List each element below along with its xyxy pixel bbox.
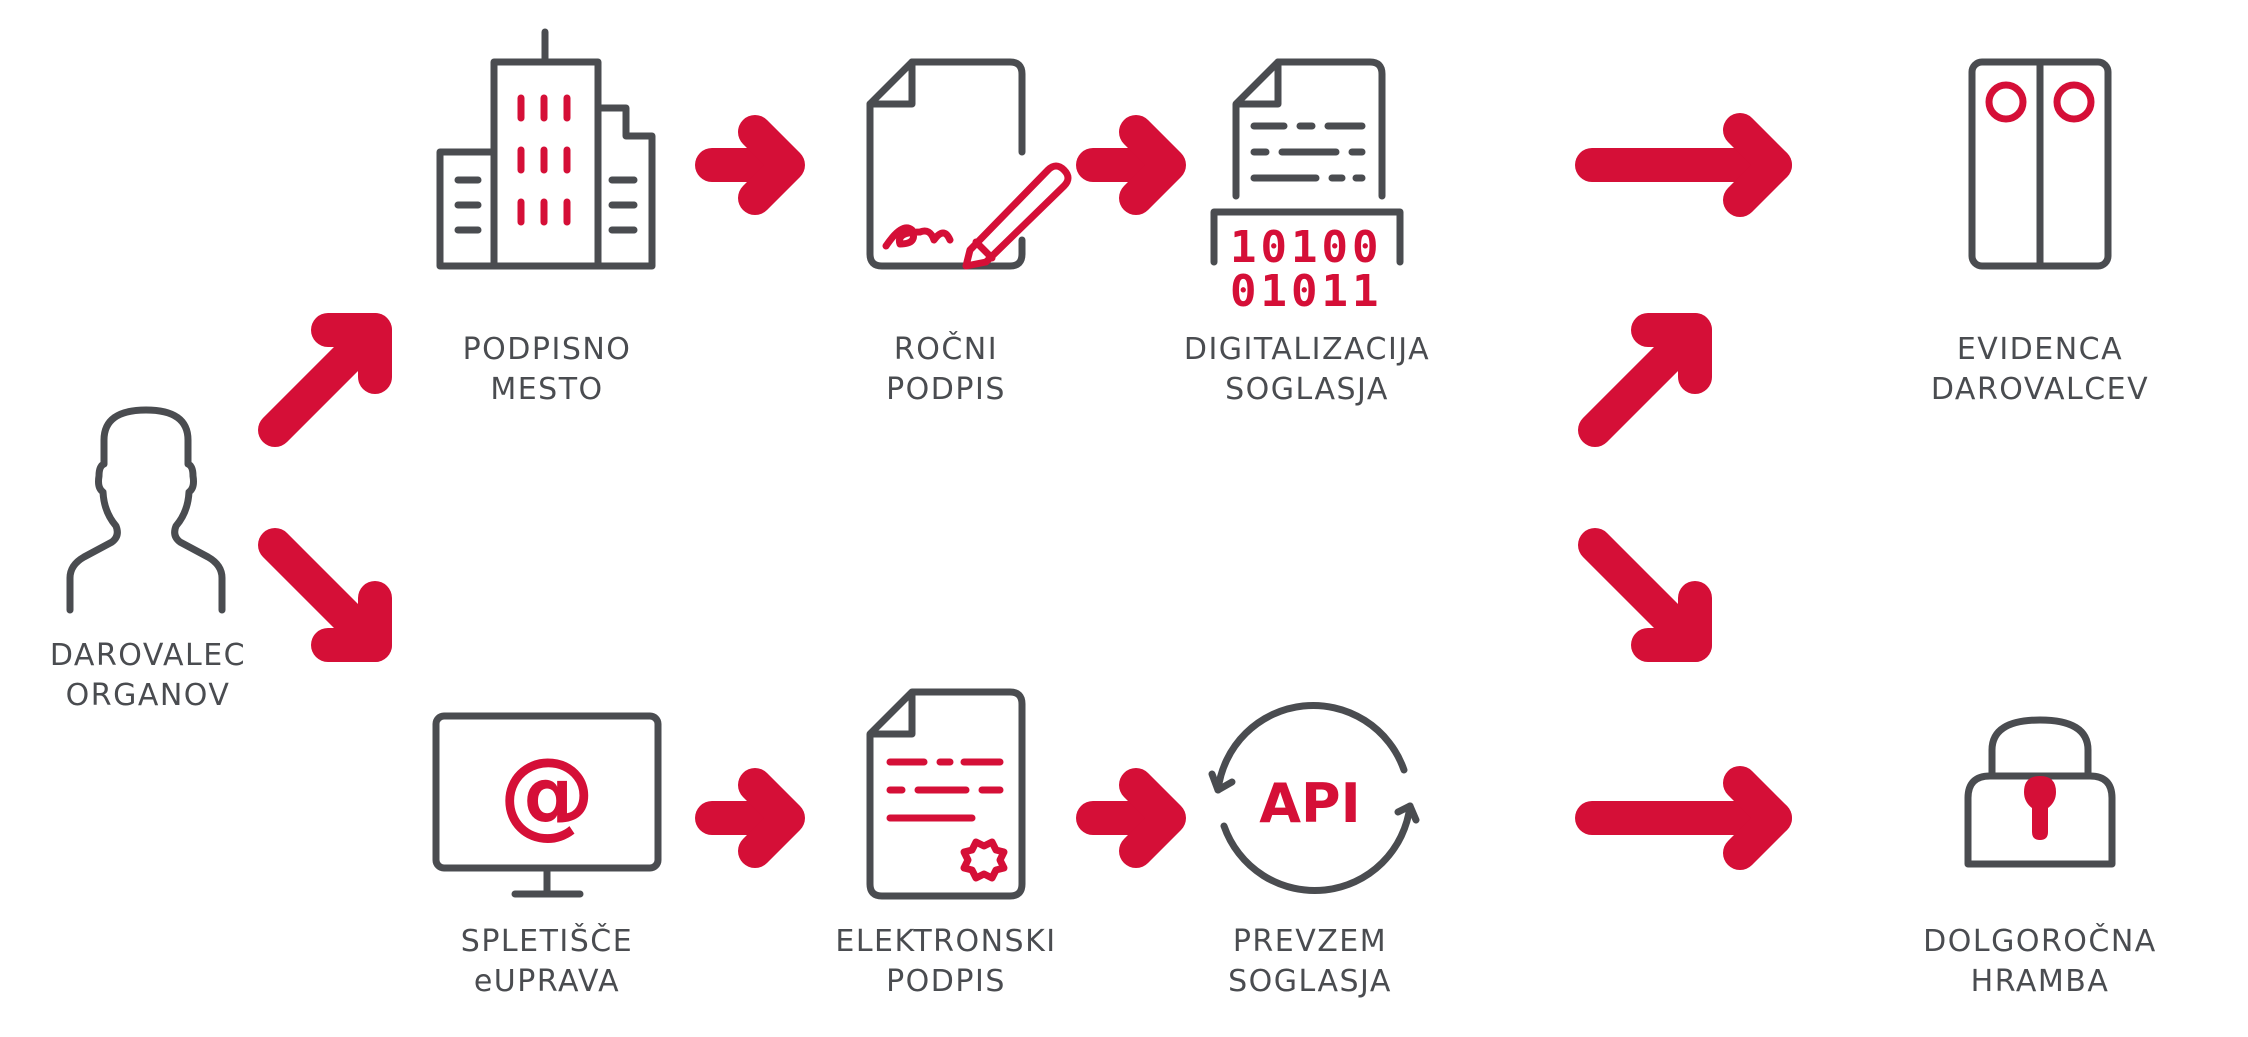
label-manual-signature-line1: ROČNI bbox=[893, 332, 999, 367]
arrow-api-to-registry bbox=[1578, 313, 1712, 447]
arrow-donor-to-signing bbox=[258, 313, 392, 447]
person-icon bbox=[66, 406, 226, 614]
label-consent-intake-line1: PREVZEM bbox=[1232, 924, 1388, 959]
api-label: API bbox=[1259, 772, 1360, 835]
label-donor: DAROVALEC ORGANOV bbox=[0, 636, 318, 716]
certificate-document-icon bbox=[866, 688, 1026, 900]
arrow-manual-to-digitize bbox=[1076, 115, 1186, 215]
label-signing-place: PODPISNO MESTO bbox=[377, 330, 717, 410]
arrow-donor-to-portal bbox=[258, 528, 392, 662]
padlock-icon bbox=[1964, 716, 2116, 868]
label-donor-registry-line1: EVIDENCA bbox=[1956, 332, 2124, 367]
label-manual-signature-line2: PODPIS bbox=[886, 372, 1006, 407]
label-long-term-storage: DOLGOROČNA HRAMBA bbox=[1870, 922, 2210, 1002]
label-manual-signature: ROČNI PODPIS bbox=[776, 330, 1116, 410]
monitor-at-icon: @ bbox=[432, 712, 662, 898]
binders-icon bbox=[1968, 58, 2112, 270]
label-long-term-storage-line2: HRAMBA bbox=[1970, 964, 2110, 999]
label-signing-place-line2: MESTO bbox=[490, 372, 604, 407]
arrow-signing-to-manual bbox=[695, 115, 805, 215]
label-consent-intake: PREVZEM SOGLASJA bbox=[1140, 922, 1480, 1002]
label-digitization: DIGITALIZACIJA SOGLASJA bbox=[1137, 330, 1477, 410]
scan-document-icon: 10100 01011 bbox=[1210, 58, 1404, 317]
binary-row-1: 10100 bbox=[1230, 222, 1382, 273]
label-euprava-portal-line2: eUPRAVA bbox=[473, 964, 621, 999]
arrow-api-to-archive-horizontal bbox=[1575, 766, 1792, 870]
arrow-digitize-to-registry bbox=[1575, 113, 1792, 217]
arrow-api-to-archive bbox=[1578, 528, 1712, 662]
label-digitization-line1: DIGITALIZACIJA bbox=[1183, 332, 1431, 367]
label-electronic-signature-line1: ELEKTRONSKI bbox=[835, 924, 1057, 959]
label-consent-intake-line2: SOGLASJA bbox=[1228, 964, 1392, 999]
building-icon bbox=[436, 28, 656, 270]
label-digitization-line2: SOGLASJA bbox=[1225, 372, 1389, 407]
api-cycle-icon: API bbox=[1208, 702, 1420, 894]
arrow-esign-to-api bbox=[1076, 768, 1186, 868]
label-electronic-signature: ELEKTRONSKI PODPIS bbox=[776, 922, 1116, 1002]
label-donor-registry-line2: DAROVALCEV bbox=[1930, 372, 2150, 407]
label-euprava-portal: SPLETIŠČE eUPRAVA bbox=[377, 922, 717, 1002]
at-symbol: @ bbox=[499, 737, 595, 849]
label-donor-registry: EVIDENCA DAROVALCEV bbox=[1870, 330, 2210, 410]
label-signing-place-line1: PODPISNO bbox=[462, 332, 632, 367]
label-donor-line1: DAROVALEC bbox=[49, 638, 247, 673]
label-euprava-portal-line1: SPLETIŠČE bbox=[460, 924, 634, 959]
binary-row-2: 01011 bbox=[1230, 266, 1382, 317]
label-long-term-storage-line1: DOLGOROČNA bbox=[1923, 924, 2157, 959]
label-donor-line2: ORGANOV bbox=[65, 678, 231, 713]
arrow-portal-to-esign bbox=[695, 768, 805, 868]
label-electronic-signature-line2: PODPIS bbox=[886, 964, 1006, 999]
signed-document-icon bbox=[866, 58, 1072, 270]
